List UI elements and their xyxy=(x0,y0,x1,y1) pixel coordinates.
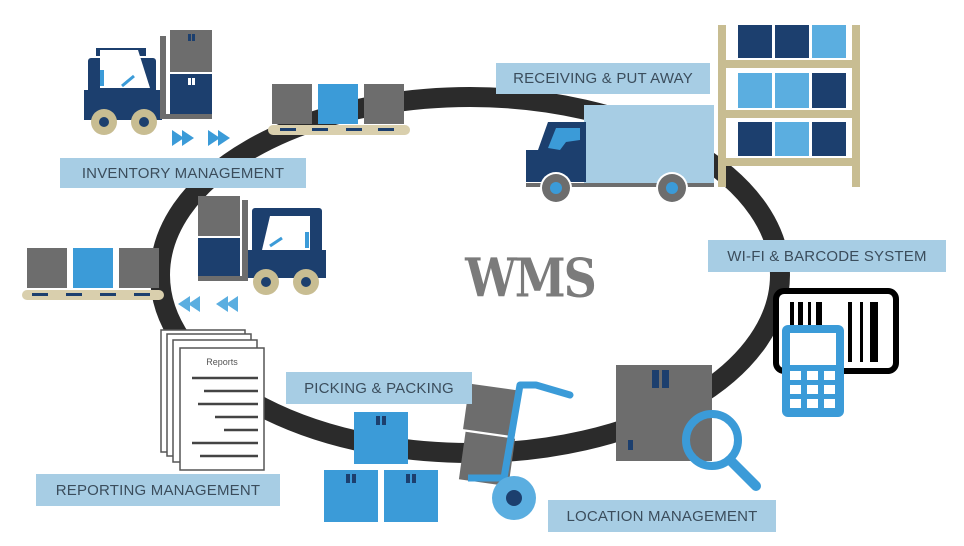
wms-title: WMS xyxy=(465,246,597,310)
location-box-icon xyxy=(616,365,712,461)
stage-label-picking: PICKING & PACKING xyxy=(286,372,472,404)
shelf-rack-icon xyxy=(718,25,860,187)
stage-label-location: LOCATION MANAGEMENT xyxy=(548,500,776,532)
picking-boxes-icon xyxy=(324,412,438,522)
conveyor-icon-left xyxy=(22,248,164,300)
forklift-icon-inventory xyxy=(84,30,212,135)
stage-label-receiving: RECEIVING & PUT AWAY xyxy=(496,63,710,94)
reports-doc-title: Reports xyxy=(206,357,238,367)
backward-arrows-icon xyxy=(178,296,238,312)
stage-label-wifi-barcode: WI-FI & BARCODE SYSTEM xyxy=(708,240,946,272)
truck-icon xyxy=(526,105,714,204)
hand-truck-icon xyxy=(458,381,574,520)
reports-document-icon: Reports xyxy=(160,329,265,471)
magnifier-icon xyxy=(682,410,761,491)
forklift-icon-return xyxy=(198,196,326,295)
barcode-scanner-icon xyxy=(773,288,899,417)
stage-label-inventory: INVENTORY MANAGEMENT xyxy=(60,158,306,188)
conveyor-icon-top xyxy=(268,84,410,135)
forward-arrows-icon xyxy=(172,130,230,146)
stage-label-reporting: REPORTING MANAGEMENT xyxy=(36,474,280,506)
